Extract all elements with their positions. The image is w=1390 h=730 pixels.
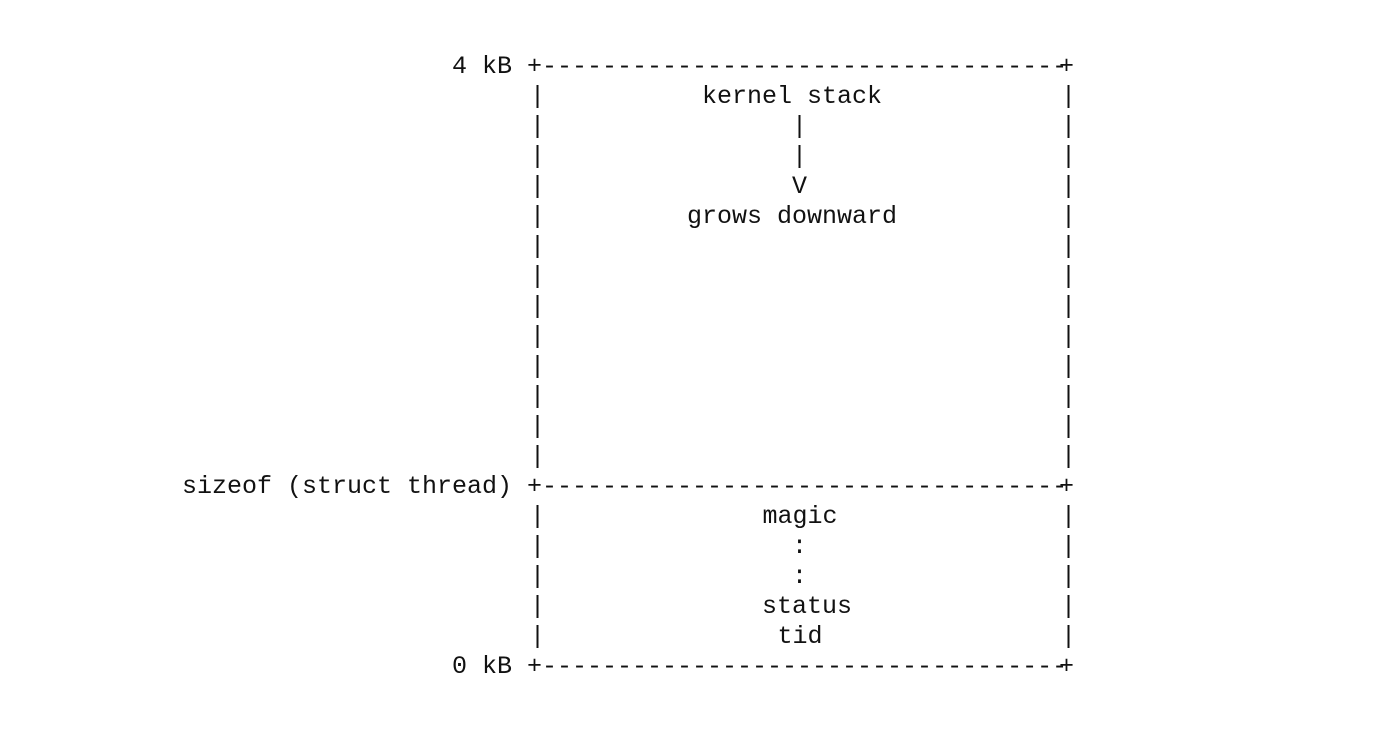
top-border-left-corner: + [527, 52, 543, 81]
bottom-border-right-corner: + [1059, 652, 1075, 681]
side-bar-right: | [1061, 82, 1077, 111]
side-bar-right: | [1061, 592, 1077, 621]
side-bar-left: | [530, 502, 546, 531]
side-bar-left: | [530, 172, 546, 201]
side-bar-left: | [530, 442, 546, 471]
side-bar-right: | [1061, 292, 1077, 321]
bottom-address-label: 0 kB [451, 652, 512, 681]
side-bar-right: | [1061, 232, 1077, 261]
side-bar-right: | [1061, 412, 1077, 441]
top-address-label: 4 kB [451, 52, 512, 81]
side-bar-left: | [530, 592, 546, 621]
side-bar-right: | [1061, 202, 1077, 231]
mid-border-left-corner: + [527, 472, 543, 501]
side-bar-right: | [1061, 262, 1077, 291]
side-bar-right: | [1061, 562, 1077, 591]
mid-border-right-corner: + [1059, 472, 1075, 501]
ellipsis-upper: : [792, 532, 808, 561]
side-bar-left: | [530, 532, 546, 561]
side-bar-left: | [530, 112, 546, 141]
side-bar-left: | [530, 262, 546, 291]
side-bar-right: | [1061, 442, 1077, 471]
grows-downward-label: grows downward [686, 202, 898, 231]
side-bar-left: | [530, 322, 546, 351]
status-field: status [761, 592, 852, 621]
side-bar-right: | [1061, 322, 1077, 351]
side-bar-left: | [530, 202, 546, 231]
side-bar-right: | [1061, 172, 1077, 201]
side-bar-left: | [530, 562, 546, 591]
side-bar-left: | [530, 352, 546, 381]
side-bar-right: | [1061, 502, 1077, 531]
side-bar-left: | [530, 622, 546, 651]
side-bar-right: | [1061, 532, 1077, 561]
side-bar-left: | [530, 82, 546, 111]
side-bar-left: | [530, 142, 546, 171]
arrow-stem-lower: | [792, 142, 808, 171]
ellipsis-lower: : [792, 562, 808, 591]
kernel-stack-title: kernel stack [701, 82, 883, 111]
arrow-head-down: V [792, 172, 808, 201]
bottom-border-line: ----------------------------------- [542, 652, 1068, 681]
top-border-line: ----------------------------------- [542, 52, 1068, 81]
magic-field: magic [762, 502, 838, 531]
side-bar-right: | [1061, 382, 1077, 411]
mid-address-label: sizeof (struct thread) [181, 472, 512, 501]
mid-border-line: ----------------------------------- [542, 472, 1068, 501]
tid-field: tid [777, 622, 823, 651]
side-bar-left: | [530, 382, 546, 411]
side-bar-right: | [1061, 622, 1077, 651]
side-bar-left: | [530, 232, 546, 261]
side-bar-left: | [530, 292, 546, 321]
side-bar-right: | [1061, 142, 1077, 171]
side-bar-right: | [1061, 352, 1077, 381]
top-border-right-corner: + [1059, 52, 1075, 81]
side-bar-left: | [530, 412, 546, 441]
arrow-stem-upper: | [792, 112, 808, 141]
bottom-border-left-corner: + [527, 652, 543, 681]
side-bar-right: | [1061, 112, 1077, 141]
